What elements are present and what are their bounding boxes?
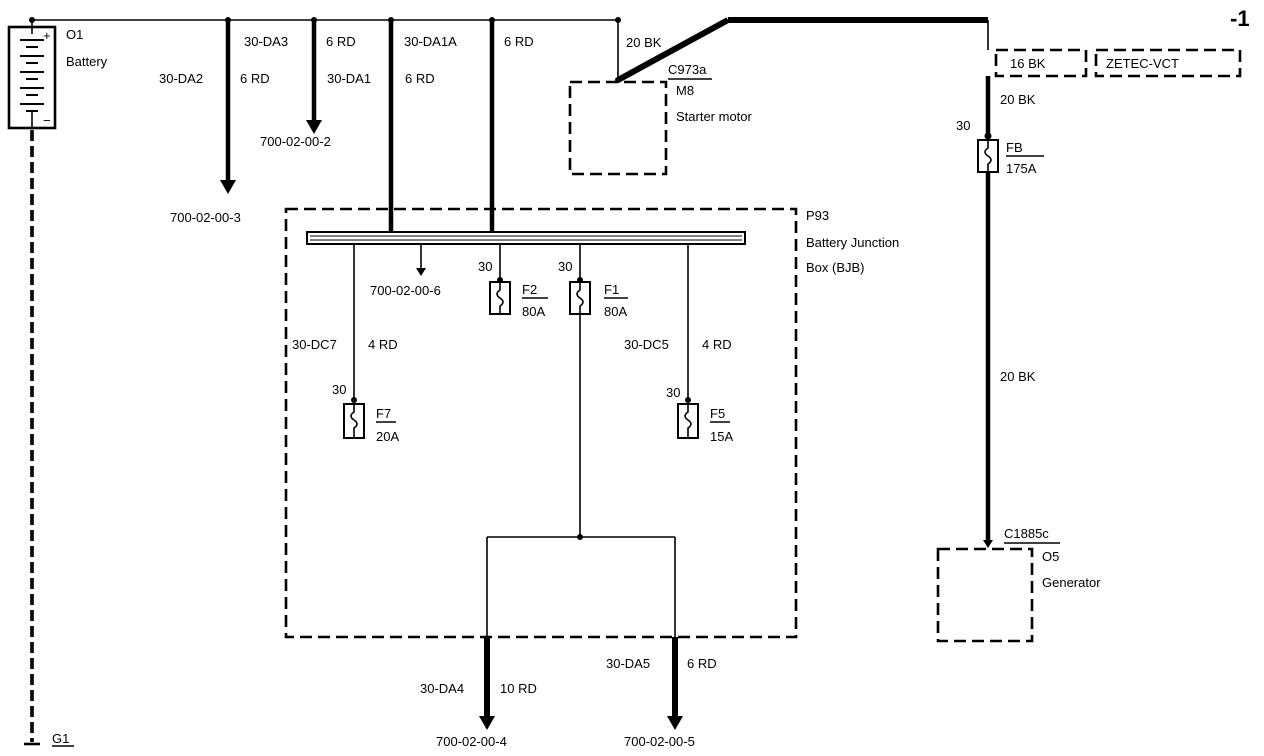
wire-da3-circuit: 30-DA3	[244, 34, 288, 49]
bjb-box	[284, 207, 798, 639]
battery-minus-sign: −	[43, 113, 51, 128]
bjb-name-line1: Battery Junction	[806, 235, 899, 250]
arrow-30-da5	[667, 716, 683, 730]
f7-rating: 20A	[376, 429, 399, 444]
arrow-ref6	[416, 268, 426, 276]
f2-fuse	[489, 281, 511, 315]
variant-16bk-label: 16 BK	[1010, 56, 1046, 71]
battery-id: O1	[66, 27, 83, 42]
wire-da1-spec: 6 RD	[405, 71, 435, 86]
wire-starter-spec: 20 BK	[626, 35, 662, 50]
f1-id: F1	[604, 282, 619, 297]
generator-id: O5	[1042, 549, 1059, 564]
variant-zetec-label: ZETEC-VCT	[1106, 56, 1179, 71]
fb-id: FB	[1006, 140, 1023, 155]
fb-fuse	[977, 139, 999, 173]
f5-fuse	[677, 403, 699, 439]
battery-plus-sign: +	[43, 28, 51, 43]
f5-pin: 30	[666, 385, 680, 400]
ref-700-02-00-5: 700-02-00-5	[624, 734, 695, 749]
f2-id: F2	[522, 282, 537, 297]
starter-id: M8	[676, 83, 694, 98]
bjb-id: P93	[806, 208, 829, 223]
f5-pin-dot	[685, 397, 691, 403]
wire-gen-top-spec: 20 BK	[1000, 92, 1036, 107]
f7-fuse	[343, 403, 365, 439]
f2-rating: 80A	[522, 304, 545, 319]
f2-pin: 30	[478, 259, 492, 274]
fb-pin: 30	[956, 118, 970, 133]
ref-700-02-00-4: 700-02-00-4	[436, 734, 507, 749]
starter-name: Starter motor	[676, 109, 753, 124]
wire-da1-circuit: 30-DA1	[327, 71, 371, 86]
f1-pin: 30	[558, 259, 572, 274]
variant-box-16bk	[994, 48, 1088, 78]
wire-dc5-spec: 4 RD	[702, 337, 732, 352]
gen-connector-arrow	[983, 540, 993, 548]
wire-gen-mid-spec: 20 BK	[1000, 369, 1036, 384]
wire-dc7-circuit: 30-DC7	[292, 337, 337, 352]
wire-da2-spec: 6 RD	[240, 71, 270, 86]
bjb-bus-bar	[306, 231, 746, 245]
starter-connector: C973a	[668, 62, 707, 77]
wire-dc7-spec: 4 RD	[368, 337, 398, 352]
ref-700-02-00-2: 700-02-00-2	[260, 134, 331, 149]
ref-700-02-00-3: 700-02-00-3	[170, 210, 241, 225]
variant-box-zetec	[1094, 48, 1242, 78]
wire-da4-spec: 10 RD	[500, 681, 537, 696]
wire-da1a-circuit: 30-DA1A	[404, 34, 457, 49]
ref-700-02-00-6: 700-02-00-6	[370, 283, 441, 298]
wire-da5-spec: 6 RD	[687, 656, 717, 671]
generator-box	[936, 547, 1034, 643]
fb-rating: 175A	[1006, 161, 1037, 176]
arrow-30-da1	[306, 120, 322, 134]
fb-pin-dot	[984, 132, 992, 140]
f1-fuse	[569, 281, 591, 315]
f1-rating: 80A	[604, 304, 627, 319]
arrow-30-da2	[220, 180, 236, 194]
wire-starter-diagonal	[616, 17, 730, 83]
page-marker: -1	[1230, 6, 1250, 31]
f7-id: F7	[376, 406, 391, 421]
generator-connector: C1885c	[1004, 526, 1049, 541]
ground-id: G1	[52, 731, 69, 746]
wire-da1a-spec: 6 RD	[504, 34, 534, 49]
wire-da5-circuit: 30-DA5	[606, 656, 650, 671]
battery-name: Battery	[66, 54, 108, 69]
battery-symbol	[7, 20, 57, 130]
arrow-30-da4	[479, 716, 495, 730]
wire-da3-spec: 6 RD	[326, 34, 356, 49]
generator-name: Generator	[1042, 575, 1101, 590]
f7-pin: 30	[332, 382, 346, 397]
f7-pin-dot	[351, 397, 357, 403]
bjb-name-line2: Box (BJB)	[806, 260, 865, 275]
f5-id: F5	[710, 406, 725, 421]
wire-da2-circuit: 30-DA2	[159, 71, 203, 86]
starter-motor-box	[568, 80, 668, 176]
f5-rating: 15A	[710, 429, 733, 444]
wire-da4-circuit: 30-DA4	[420, 681, 464, 696]
wire-dc5-circuit: 30-DC5	[624, 337, 669, 352]
